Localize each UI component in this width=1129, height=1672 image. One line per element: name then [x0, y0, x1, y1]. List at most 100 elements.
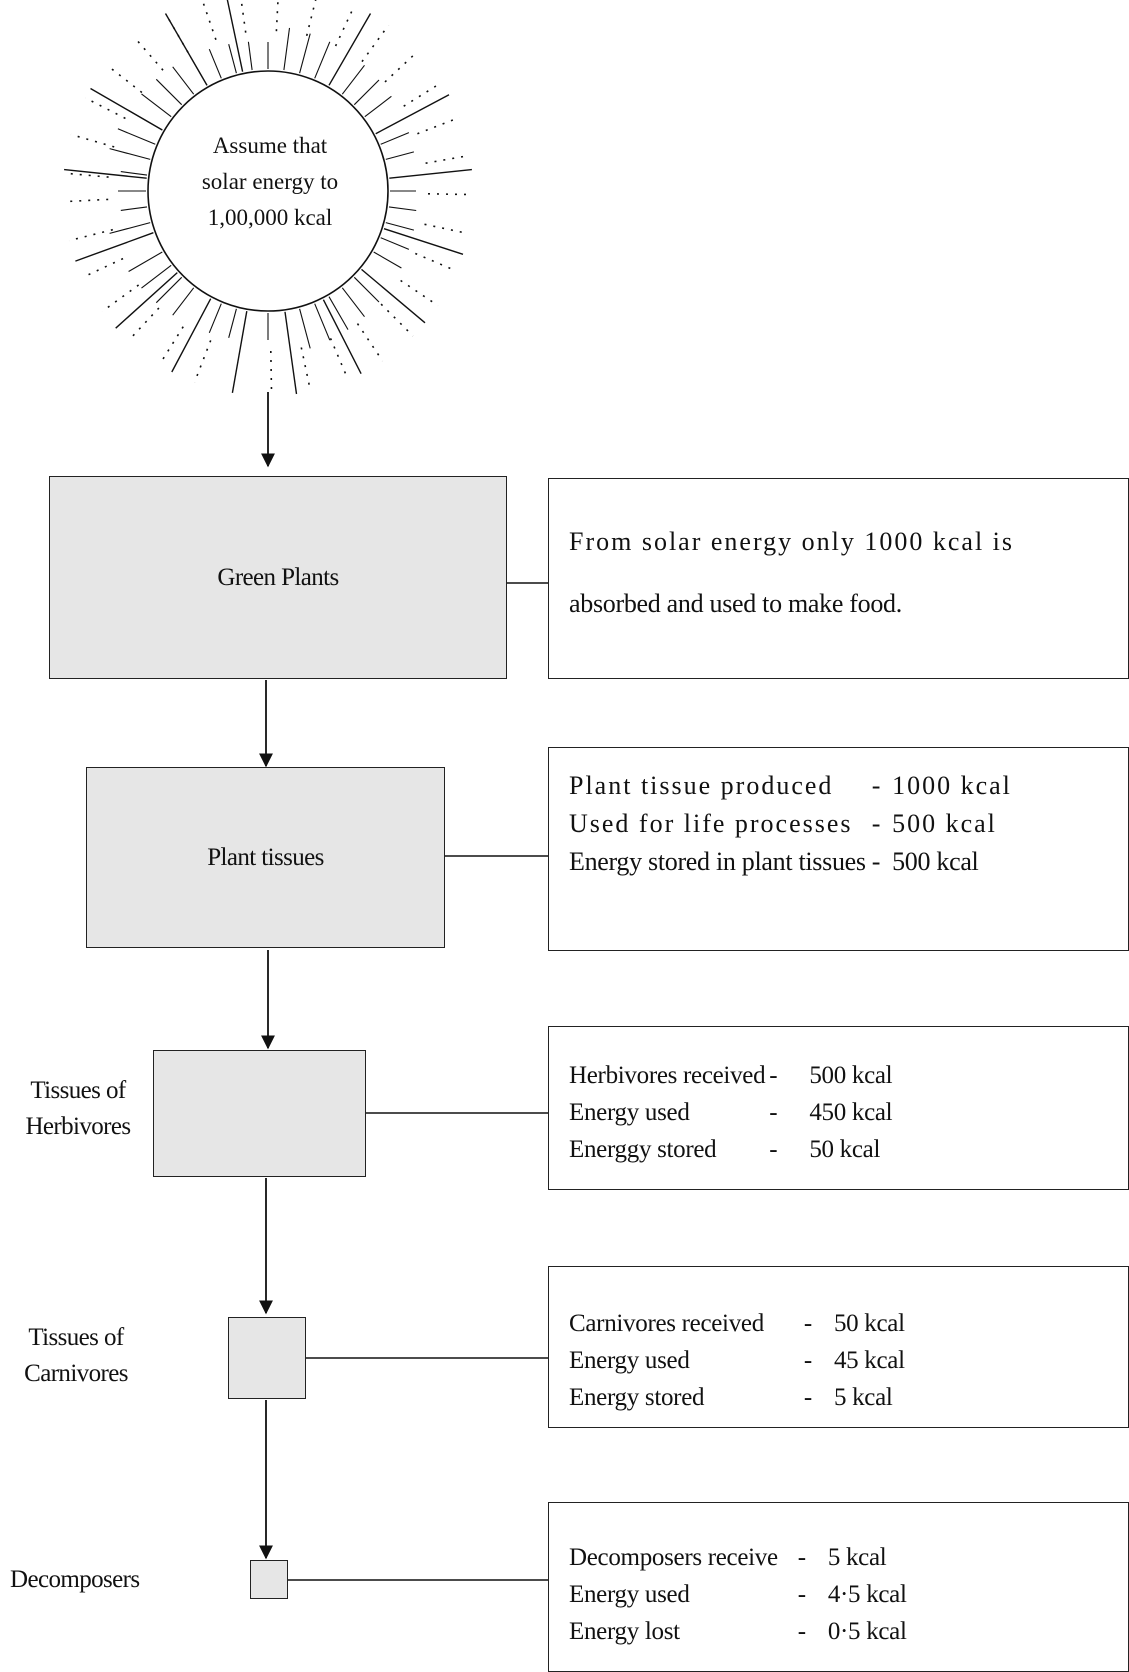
sun-ray-dotted	[425, 154, 471, 164]
sun-ray	[314, 41, 331, 79]
green-plants-info: From solar energy only 1000 kcal is abso…	[548, 478, 1129, 679]
sun-ray	[120, 171, 148, 176]
sun-ray	[231, 310, 248, 394]
info-row: Herbivores received - 500 kcal	[569, 1057, 893, 1094]
sun-ray-dotted	[68, 228, 113, 242]
green-plants-label: Green Plants	[217, 563, 339, 591]
info-row-dash: -	[803, 1347, 812, 1374]
sun-ray	[380, 132, 410, 145]
carnivores-info: Carnivores received - 50 kcal Energy use…	[548, 1266, 1129, 1428]
info-row: Energy used - 4·5 kcal	[569, 1576, 907, 1613]
sun-ray-dotted	[127, 307, 160, 342]
herbivores-info: Herbivores received - 500 kcal Energy us…	[548, 1026, 1129, 1190]
sun-ray	[283, 27, 291, 71]
sun-ray	[341, 287, 365, 318]
info-row-dash: -	[797, 1544, 806, 1571]
info-row-label: Decomposers receive	[569, 1544, 778, 1571]
sun-ray	[299, 308, 311, 349]
info-row-dash: -	[871, 847, 881, 876]
info-row: Plant tissue produced - 1000 kcal	[569, 767, 1012, 805]
sun-ray-dotted	[164, 13, 189, 53]
sun-ray	[109, 148, 151, 160]
sun-ray-dotted	[329, 337, 349, 381]
sun-ray	[385, 151, 415, 160]
sun-ray	[155, 276, 183, 304]
sun-circle	[147, 70, 389, 312]
sun-ray	[389, 168, 472, 179]
sun-ray-dotted	[384, 50, 419, 83]
plant-tissues-box: Plant tissues	[86, 767, 445, 948]
sun-ray-dotted	[81, 257, 124, 279]
sun-ray-dotted	[106, 64, 143, 94]
sun-ray	[120, 206, 148, 211]
sun-ray	[141, 93, 172, 118]
sun-ray-dotted	[70, 133, 115, 148]
sun-ray-dotted	[334, 4, 356, 47]
sun-ray-dotted	[400, 279, 439, 307]
info-row-value: 45 kcal	[833, 1347, 905, 1374]
info-row-label: Herbivores received	[569, 1062, 766, 1089]
info-row: Used for life processes - 500 kcal	[569, 805, 1012, 843]
info-row: Decomposers receive - 5 kcal	[569, 1539, 907, 1576]
sun-ray-dotted	[193, 340, 212, 383]
info-row-value: 4·5 kcal	[827, 1581, 907, 1608]
info-row-dash: -	[797, 1618, 806, 1645]
sun-ray	[375, 94, 450, 135]
info-row-label: Energy used	[569, 1581, 690, 1608]
sun-ray	[361, 268, 426, 324]
sun-ray-dotted	[132, 35, 164, 71]
sun-ray	[228, 44, 237, 74]
herbivores-side-label: Tissues of Herbivores	[4, 1073, 152, 1145]
sun-ray	[208, 48, 222, 79]
sun-ray	[172, 66, 195, 95]
carnivores-label-line-2: Carnivores	[24, 1360, 128, 1387]
info-row-dash: -	[769, 1099, 778, 1126]
sun-label-line-2: solar energy to	[201, 169, 339, 194]
sun-ray	[328, 13, 372, 86]
sun-ray-dotted	[270, 350, 273, 397]
sun-ray	[171, 298, 212, 373]
info-row-value: 500 kcal	[892, 809, 997, 838]
info-row-dash: -	[769, 1062, 778, 1089]
herbivores-label-line-1: Tissues of	[30, 1077, 126, 1104]
sun-ray-dotted	[63, 198, 109, 203]
sun-ray	[128, 251, 163, 272]
sun-rays	[63, 0, 474, 397]
sun-ray-dotted	[424, 223, 469, 235]
sun-ray	[141, 264, 172, 289]
info-row: Carnivores received - 50 kcal	[569, 1305, 905, 1342]
plant-tissues-info-table: Plant tissue produced - 1000 kcal Used f…	[569, 767, 1012, 881]
sun-ray	[314, 303, 331, 341]
sun-ray	[128, 110, 163, 131]
sun-label: Assume that solar energy to 1,00,000 kca…	[150, 128, 390, 236]
sun-ray-dotted	[361, 24, 390, 63]
info-row: Energy stored in plant tissues - 500 kca…	[569, 843, 1012, 881]
info-row-label: Energy lost	[569, 1618, 680, 1645]
sun-ray	[364, 95, 392, 118]
green-plants-info-line-1: From solar energy only 1000 kcal is	[569, 527, 1015, 556]
info-row-label: Energy used	[569, 1099, 690, 1126]
sun-ray	[208, 303, 222, 334]
info-row-label: Energgy stored	[569, 1136, 717, 1163]
green-plants-box: Green Plants	[49, 476, 507, 679]
sun-ray-dotted	[158, 326, 184, 366]
sun-ray	[322, 299, 362, 375]
sun-ray	[388, 206, 417, 212]
sun-ray	[115, 272, 178, 329]
sun-ray-dotted	[240, 0, 247, 33]
sun-ray	[299, 33, 311, 74]
sun-ray	[228, 308, 237, 338]
info-row-value: 450 kcal	[809, 1099, 893, 1126]
decomposers-info: Decomposers receive - 5 kcal Energy used…	[548, 1502, 1129, 1672]
carnivores-side-label: Tissues of Carnivores	[6, 1320, 146, 1392]
sun-ray-dotted	[84, 97, 126, 120]
sun-ray-dotted	[417, 116, 460, 135]
sun-ray	[190, 56, 208, 86]
sun-ray	[383, 228, 464, 255]
info-row-label: Used for life processes	[569, 809, 853, 838]
sun-ray	[353, 276, 380, 303]
sun-ray	[385, 222, 415, 231]
sun-ray	[75, 232, 154, 262]
info-row-value: 500 kcal	[892, 847, 979, 876]
info-row-label: Carnivores received	[569, 1310, 764, 1337]
